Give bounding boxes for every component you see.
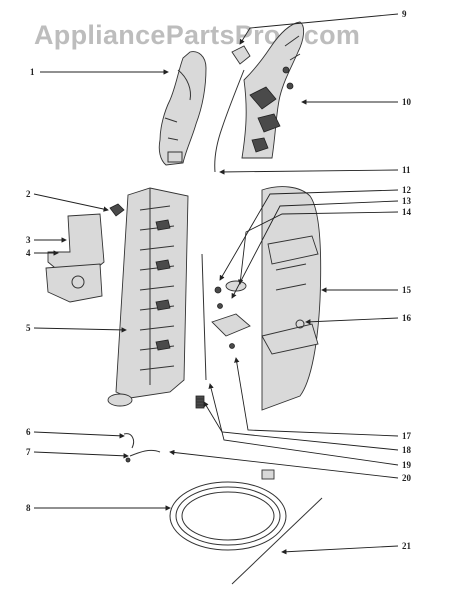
callout-3: 3 xyxy=(26,235,31,245)
callout-19: 19 xyxy=(402,460,412,470)
leader-lines xyxy=(33,13,399,555)
callout-14: 14 xyxy=(402,207,412,217)
callout-9: 9 xyxy=(402,9,407,19)
callout-10: 10 xyxy=(402,97,412,107)
callout-20: 20 xyxy=(402,473,412,483)
part-main-body xyxy=(107,187,189,407)
callout-13: 13 xyxy=(402,196,412,206)
callout-labels: 1 2 3 4 5 6 7 8 9 10 11 12 13 14 15 16 1… xyxy=(26,9,412,551)
part-rod-hardware xyxy=(201,253,251,381)
callout-7: 7 xyxy=(26,447,31,457)
callout-17: 17 xyxy=(402,431,412,441)
part-handle-grip xyxy=(158,51,207,166)
callout-8: 8 xyxy=(26,503,31,513)
callout-21: 21 xyxy=(402,541,412,551)
part-spring xyxy=(195,395,205,409)
part-knob xyxy=(109,203,125,217)
part-side-cover xyxy=(261,186,322,411)
part-grip-insert xyxy=(231,45,251,65)
part-wire xyxy=(214,69,245,173)
callout-5: 5 xyxy=(26,323,31,333)
part-cord-clip xyxy=(123,433,161,463)
part-handle-assembly xyxy=(241,21,305,159)
callout-6: 6 xyxy=(26,427,31,437)
part-wand xyxy=(231,497,323,585)
callout-1: 1 xyxy=(30,67,35,77)
part-bracket xyxy=(45,213,105,303)
callout-12: 12 xyxy=(402,185,412,195)
callout-4: 4 xyxy=(26,248,31,258)
callout-15: 15 xyxy=(402,285,412,295)
callout-18: 18 xyxy=(402,445,412,455)
part-power-cord xyxy=(169,469,287,551)
watermark-text: AppliancePartsPros.com xyxy=(34,20,360,50)
callout-16: 16 xyxy=(402,313,412,323)
callout-2: 2 xyxy=(26,189,31,199)
callout-11: 11 xyxy=(402,165,411,175)
